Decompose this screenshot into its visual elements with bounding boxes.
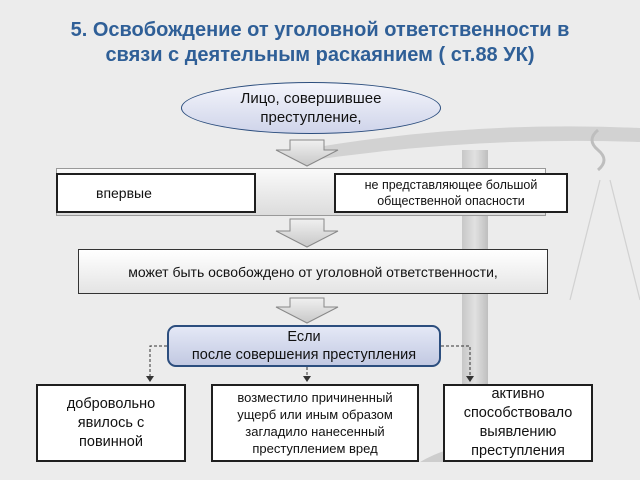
not-dangerous-node: не представляющее большой общественной о… [334,173,568,213]
if-line-1: Если [287,329,321,345]
condition1-line: явилось с [77,414,145,431]
connector-arrowheads [146,376,474,382]
condition2-line: преступлением вред [252,441,378,456]
person-line-2: преступление, [260,109,362,126]
condition2-line: ущерб или иным образом [237,407,393,422]
arrow-down-icon [275,297,339,324]
condition3-line: способствовало [463,405,573,421]
arrow-down-icon [275,218,339,248]
condition1-line: повинной [79,433,143,450]
title-line-2: связи с деятельным раскаянием ( ст.88 УК… [105,44,535,66]
page-title: 5. Освобождение от уголовной ответственн… [10,18,630,68]
arrow-down-icon [275,139,339,167]
condition2-line: возместило причиненный [237,390,393,405]
not-dangerous-line-2: общественной опасности [377,194,525,208]
may-be-freed-node: может быть освобождено от уголовной отве… [78,249,548,294]
condition-assistance-node: активно способствовало выявлению преступ… [443,384,593,462]
first-time-node: впервые [56,173,256,213]
title-line-1: 5. Освобождение от уголовной ответственн… [70,19,570,41]
condition3-line: выявлению [479,424,557,440]
condition1-line: добровольно [66,395,156,412]
person-line-1: Лицо, совершившее [240,90,382,107]
condition2-line: загладило нанесенный [245,424,385,439]
condition3-line: активно [491,386,545,402]
not-dangerous-line-1: не представляющее большой [364,178,538,192]
if-line-2: после совершения преступления [191,347,417,363]
person-node: Лицо, совершившее преступление, [181,82,441,134]
condition3-line: преступления [471,443,565,459]
connector-lines [149,345,471,378]
condition-compensation-node: возместило причиненный ущерб или иным об… [211,384,419,462]
if-node: Если после совершения преступления [167,325,441,367]
condition-confession-node: добровольно явилось с повинной [36,384,186,462]
